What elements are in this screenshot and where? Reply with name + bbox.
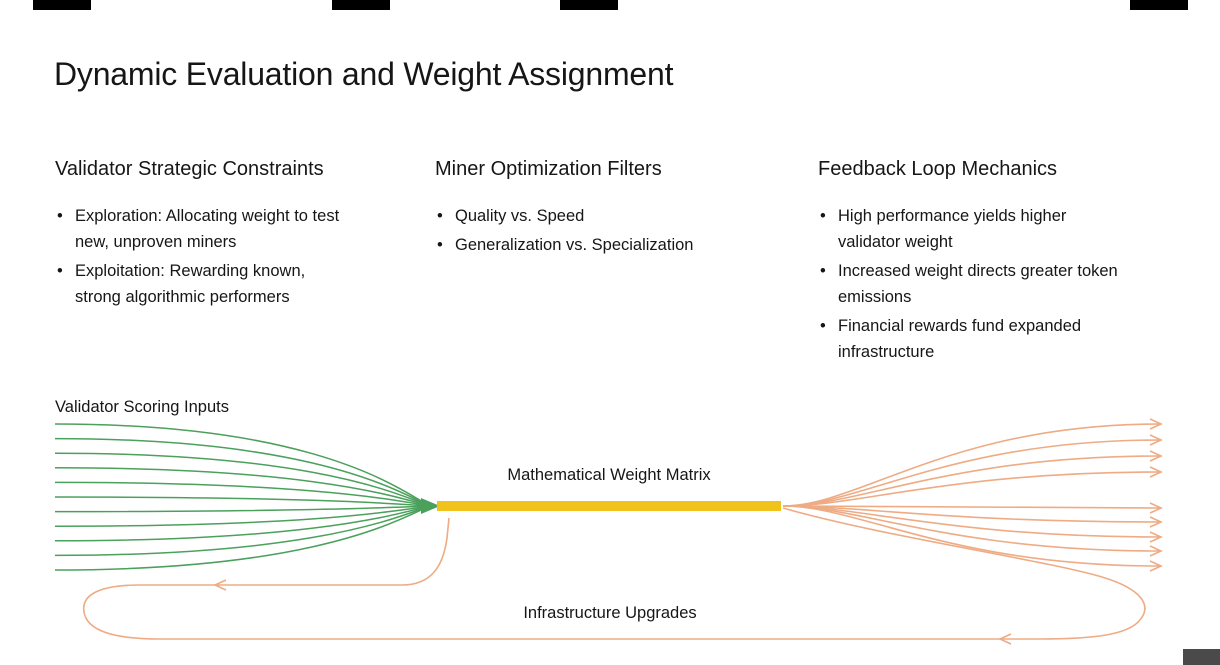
bullet-text: Generalization vs. Specialization [455,236,694,254]
bullet-item: Exploitation: Rewarding known, strong al… [55,258,355,310]
column-validator-strategic-constraints: Validator Strategic Constraints Explorat… [55,158,355,313]
bullet-text: Exploitation: Rewarding known, strong al… [75,262,306,306]
infrastructure-upgrades-label: Infrastructure Upgrades [523,604,697,622]
top-edge-mark [1130,0,1188,10]
bullet-text: High performance yields higher validator… [838,207,1067,251]
bullet-item: High performance yields higher validator… [818,203,1130,255]
top-edge-mark [332,0,390,10]
validator-scoring-inputs-label: Validator Scoring Inputs [55,398,229,416]
bullet-text: Financial rewards fund expanded infrastr… [838,317,1082,361]
column-feedback-loop-mechanics: Feedback Loop Mechanics High performance… [818,158,1130,368]
top-edge-mark [560,0,618,10]
bullet-list: High performance yields higher validator… [818,203,1130,365]
bullet-text: Exploration: Allocating weight to test n… [75,207,340,251]
column-heading: Feedback Loop Mechanics [818,158,1058,180]
column-heading: Validator Strategic Constraints [55,158,324,180]
top-edge-mark [33,0,91,10]
bullet-item: Increased weight directs greater token e… [818,258,1130,310]
column-miner-optimization-filters: Miner Optimization Filters Quality vs. S… [435,158,795,261]
bullet-item: Quality vs. Speed [435,203,795,229]
bullet-item: Exploration: Allocating weight to test n… [55,203,355,255]
mathematical-weight-matrix-label: Mathematical Weight Matrix [507,466,711,484]
bullet-item: Generalization vs. Specialization [435,232,795,258]
page-title: Dynamic Evaluation and Weight Assignment [54,56,674,92]
bottom-right-corner-block [1183,649,1220,665]
bullet-text: Quality vs. Speed [455,207,585,225]
column-heading: Miner Optimization Filters [435,158,662,180]
bullet-item: Financial rewards fund expanded infrastr… [818,313,1130,365]
bullet-list: Quality vs. Speed Generalization vs. Spe… [435,203,795,258]
bullet-list: Exploration: Allocating weight to test n… [55,203,355,310]
bullet-text: Increased weight directs greater token e… [838,262,1118,306]
